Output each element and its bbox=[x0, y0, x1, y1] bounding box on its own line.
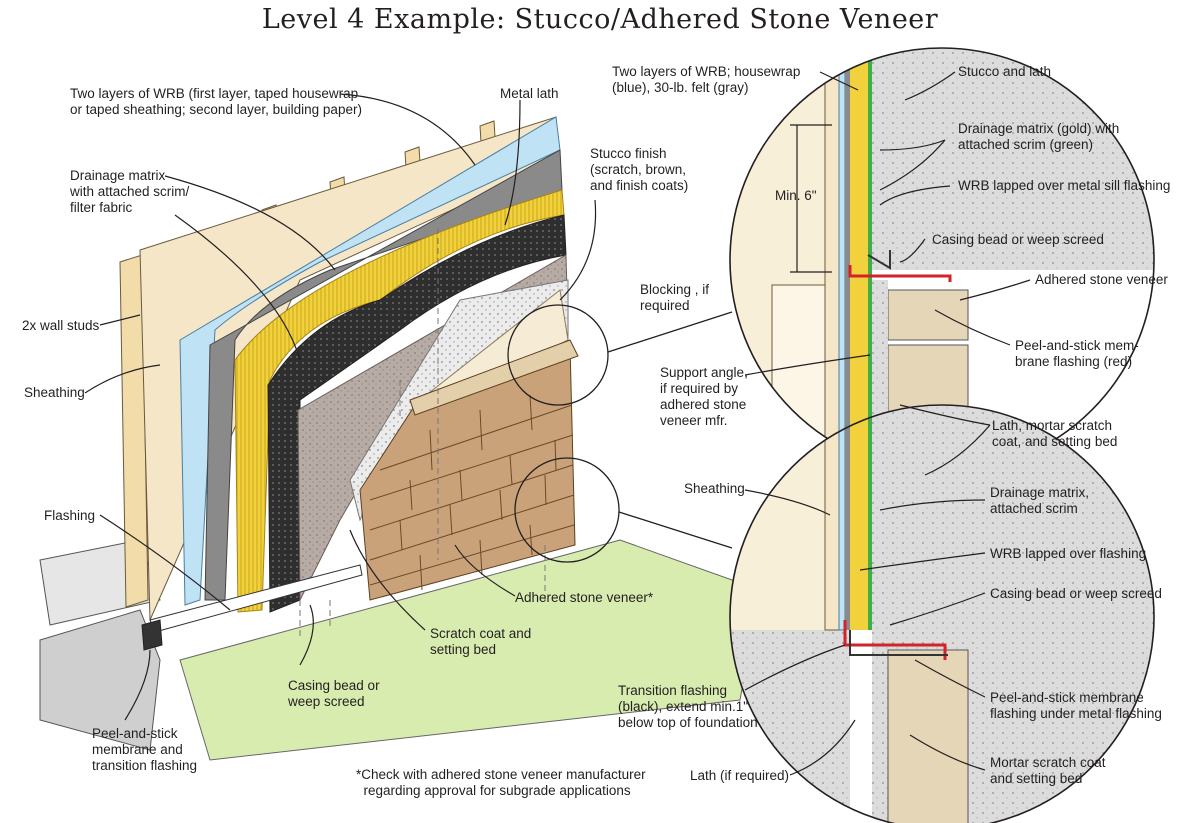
lower-label-peel: Peel-and-stick membrane flashing under m… bbox=[990, 690, 1162, 721]
label-adhered-stone-veneer: Adhered stone veneer* bbox=[515, 590, 654, 605]
upper-label-blocking: Blocking , if required bbox=[640, 282, 710, 313]
foundation bbox=[39, 609, 161, 751]
upper-label-wrb: Two layers of WRB; housewrap (blue), 30-… bbox=[612, 64, 801, 95]
main-wall bbox=[39, 116, 761, 761]
leader-lines bbox=[84, 71, 1031, 776]
label-flashing: Flashing bbox=[44, 508, 96, 523]
label-peel-and-stick: Peel-and-stick membrane and transition f… bbox=[92, 726, 198, 773]
upper-label-stucco-lath: Stucco and lath bbox=[958, 64, 1052, 79]
lower-label-mortar: Mortar scratch coat and setting bed bbox=[990, 755, 1106, 786]
callout-circle-upper bbox=[507, 304, 609, 406]
footnote: *Check with adhered stone veneer manufac… bbox=[356, 767, 646, 798]
upper-label-casing: Casing bead or weep screed bbox=[932, 232, 1104, 247]
upper-label-lath-mortar: Lath, mortar scratch coat, and setting b… bbox=[992, 418, 1118, 449]
callout-circle-lower bbox=[514, 457, 620, 563]
lower-label-drainage: Drainage matrix, attached scrim bbox=[990, 485, 1090, 516]
upper-label-wrb-lapped: WRB lapped over metal sill flashing bbox=[958, 178, 1171, 193]
drainage-matrix bbox=[234, 189, 565, 613]
lower-label-lath: Lath (if required) bbox=[690, 768, 790, 783]
lower-label-casing: Casing bead or weep screed bbox=[990, 586, 1162, 601]
lower-label-sheathing: Sheathing bbox=[684, 481, 745, 496]
sheathing-panel bbox=[139, 116, 561, 621]
upper-label-support-angle: Support angle, if required by adhered st… bbox=[660, 365, 748, 428]
label-wall-studs: 2x wall studs bbox=[22, 318, 100, 333]
label-scratch-coat: Scratch coat and setting bed bbox=[430, 626, 532, 657]
label-drainage-matrix: Drainage matrix with attached scrim/ fil… bbox=[70, 168, 190, 215]
upper-label-peel: Peel-and-stick mem- brane flashing (red) bbox=[1015, 338, 1139, 369]
upper-label-drainage: Drainage matrix (gold) with attached scr… bbox=[958, 121, 1120, 152]
upper-detail bbox=[730, 48, 1154, 472]
lower-label-transition: Transition flashing (black), extend min.… bbox=[618, 683, 758, 730]
transition-flashing-strip bbox=[141, 619, 163, 651]
metal-lath bbox=[267, 214, 567, 613]
housewrap-layer bbox=[179, 116, 561, 606]
stone-veneer bbox=[359, 339, 579, 601]
page-title: Level 4 Example: Stucco/Adhered Stone Ve… bbox=[261, 4, 939, 35]
label-sheathing: Sheathing bbox=[24, 385, 85, 400]
upper-label-min6: Min. 6" bbox=[775, 188, 817, 203]
label-two-layers-wrb: Two layers of WRB (first layer, taped ho… bbox=[70, 86, 362, 117]
lower-detail bbox=[730, 405, 1154, 823]
lower-label-wrb-lapped: WRB lapped over flashing bbox=[990, 546, 1147, 561]
label-metal-lath: Metal lath bbox=[500, 86, 559, 101]
upper-label-adhered: Adhered stone veneer bbox=[1035, 272, 1168, 287]
label-stucco-finish: Stucco finish (scratch, brown, and finis… bbox=[590, 146, 689, 193]
label-casing-bead: Casing bead or weep screed bbox=[288, 678, 380, 709]
